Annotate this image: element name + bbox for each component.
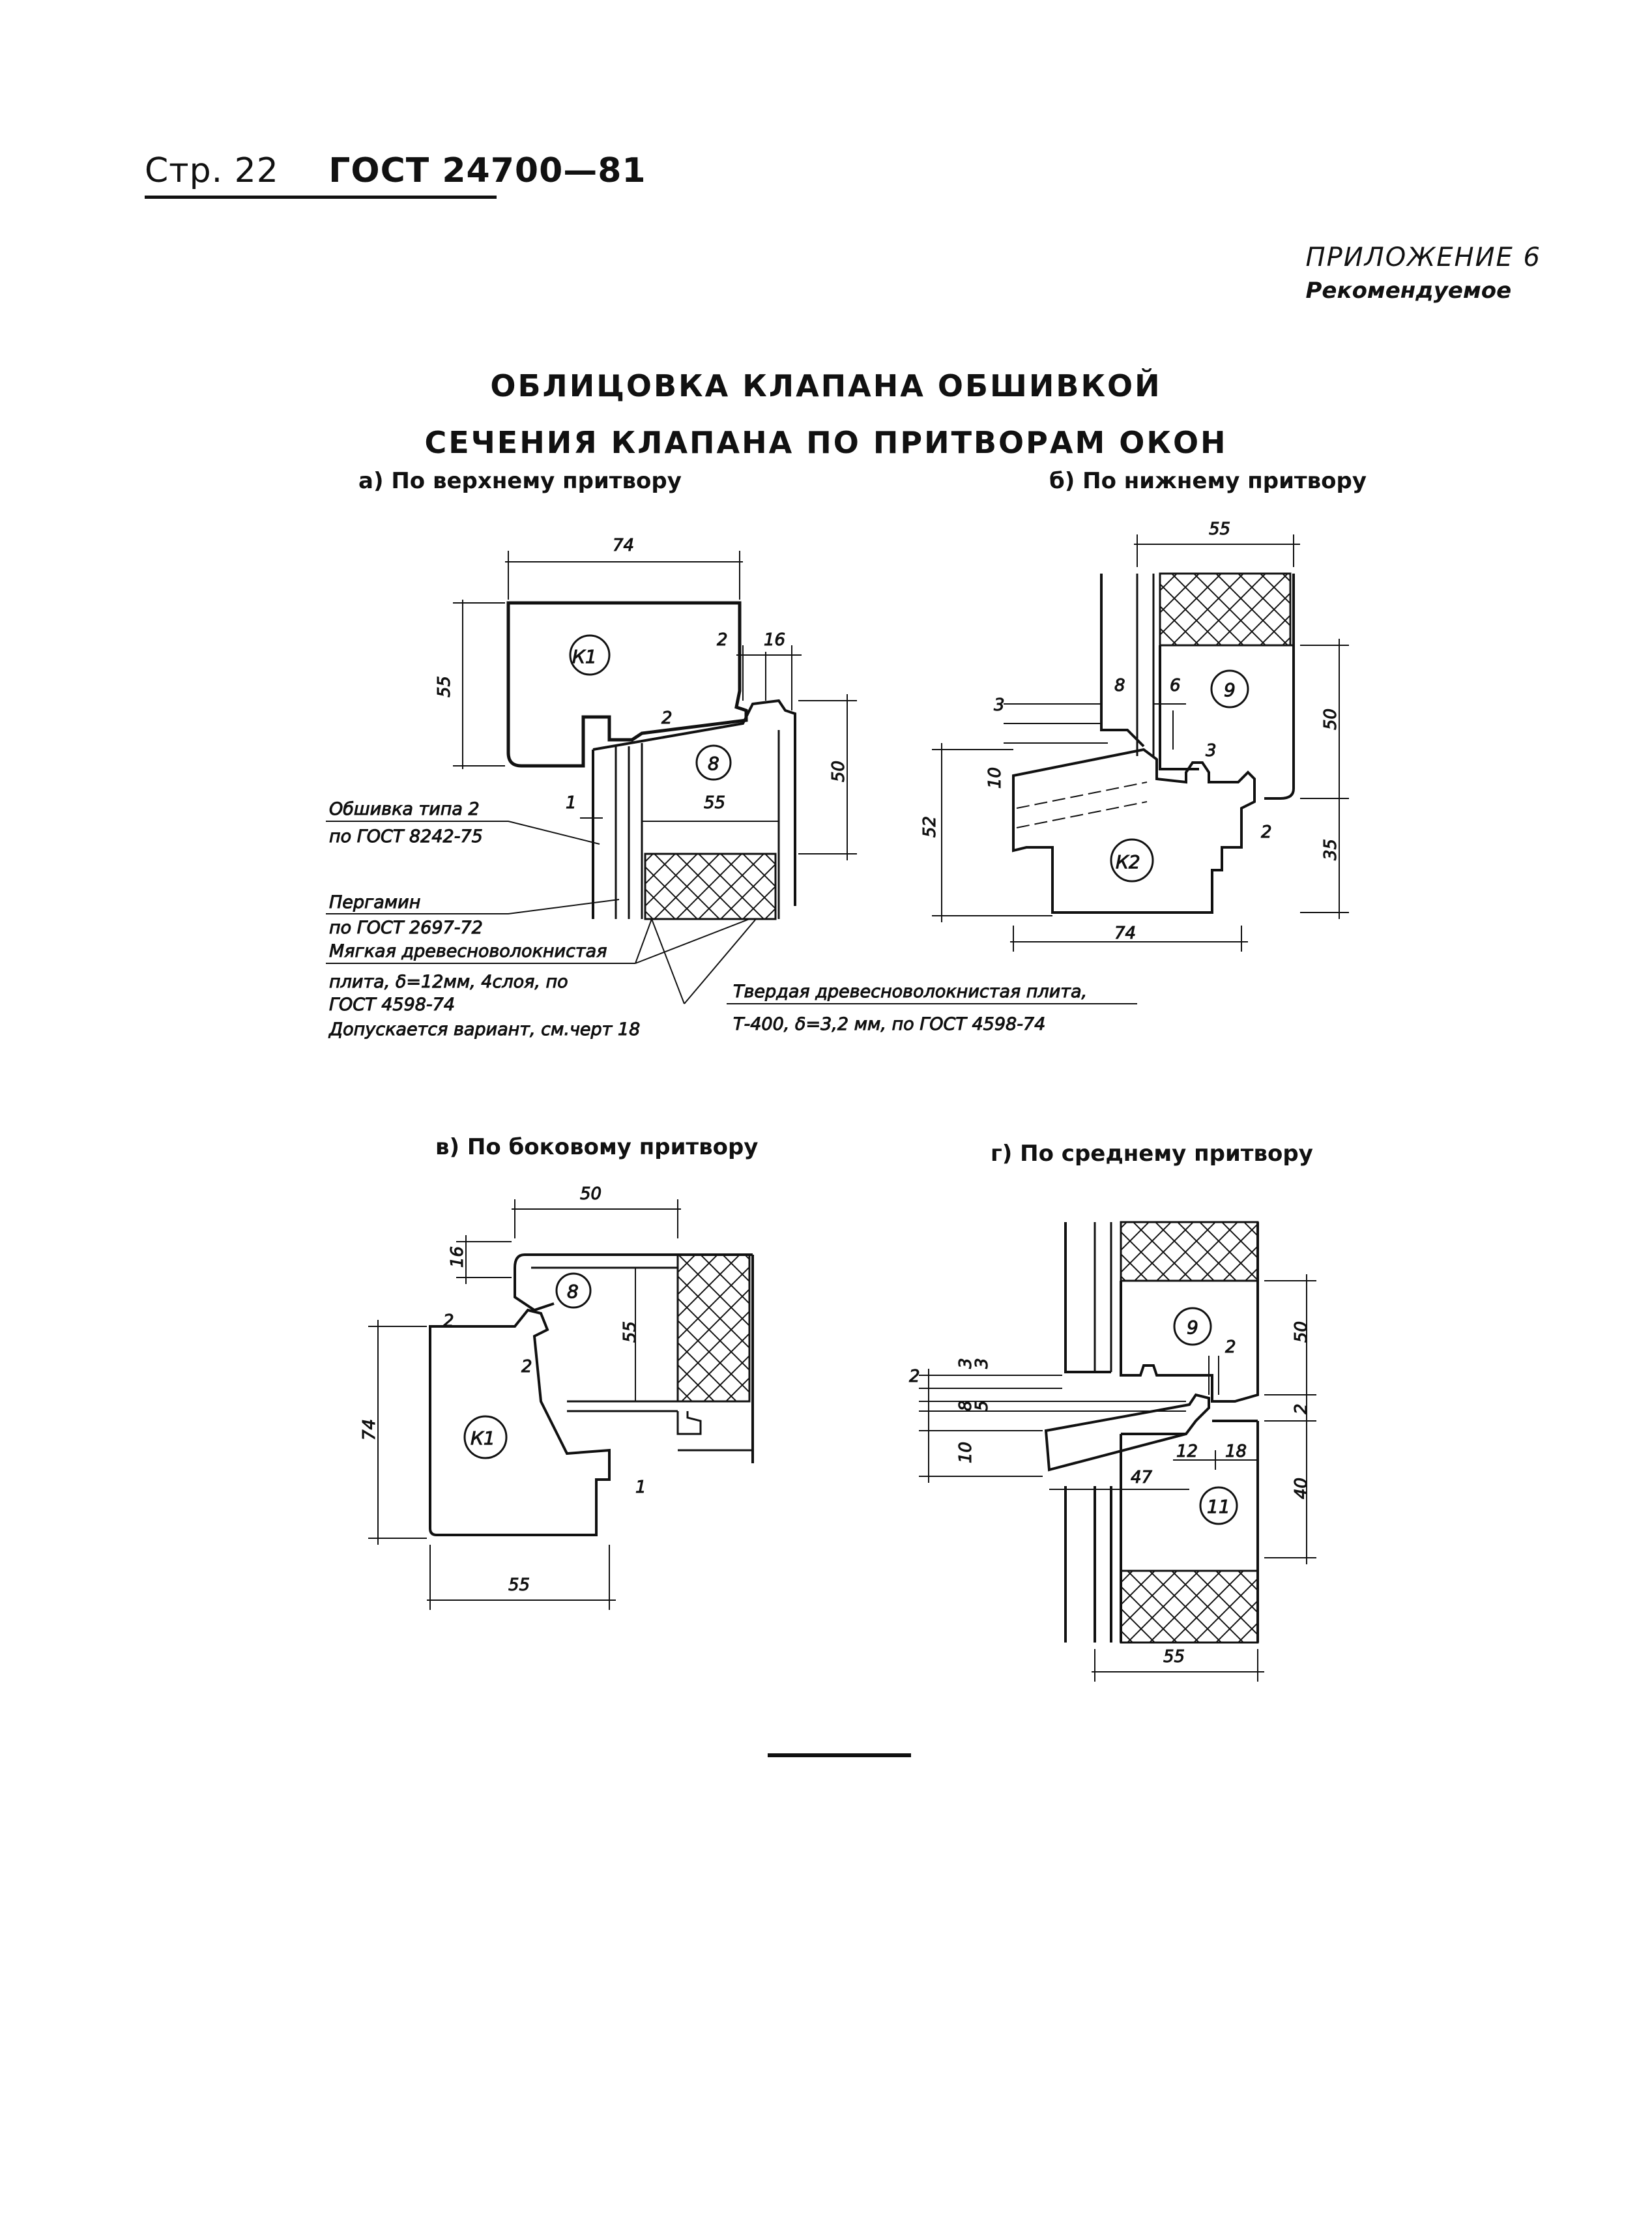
dim-b-55: 55 — [1209, 519, 1230, 539]
dim-b-10: 10 — [985, 767, 1005, 789]
page-number: Стр. 22 — [145, 151, 279, 190]
dim-v-50: 50 — [580, 1184, 601, 1204]
dim-g-18: 18 — [1225, 1442, 1247, 1461]
dim-b-52: 52 — [920, 816, 940, 838]
dim-a-1: 1 — [566, 793, 577, 813]
note-soft-1: Мягкая древесноволокнистая — [329, 941, 607, 961]
label-v-k1: К1 — [471, 1427, 495, 1449]
dim-g-50: 50 — [1292, 1321, 1311, 1343]
dim-g-12: 12 — [1176, 1442, 1198, 1461]
caption-g: г) По среднему притвору — [991, 1141, 1313, 1167]
dim-v-74: 74 — [360, 1419, 379, 1440]
label-a-k1: К1 — [572, 646, 597, 667]
note-pergamin-2: по ГОСТ 2697-72 — [329, 918, 483, 938]
appendix-status: Рекомендуемое — [1305, 278, 1512, 304]
dim-a-2a: 2 — [717, 630, 728, 650]
end-rule — [768, 1753, 911, 1757]
dim-g-10: 10 — [956, 1442, 976, 1463]
note-soft-3: ГОСТ 4598-74 — [329, 995, 455, 1015]
note-sheathing-2: по ГОСТ 8242-75 — [329, 826, 483, 847]
label-g-11: 11 — [1207, 1496, 1230, 1517]
caption-a: а) По верхнему притвору — [358, 468, 682, 494]
dim-g-8: 8 — [956, 1400, 976, 1411]
dim-b-8: 8 — [1114, 676, 1125, 695]
label-b-k2: К2 — [1116, 851, 1140, 873]
dim-a-2b: 2 — [661, 708, 673, 728]
dim-b-6: 6 — [1170, 676, 1181, 695]
dim-v-55: 55 — [620, 1321, 640, 1343]
sub-title: СЕЧЕНИЯ КЛАПАНА ПО ПРИТВОРАМ ОКОН — [424, 425, 1228, 460]
notes-a: Обшивка типа 2 по ГОСТ 8242-75 Пергамин … — [326, 799, 1137, 1040]
dim-b-50: 50 — [1321, 708, 1340, 730]
dim-v-55b: 55 — [508, 1575, 530, 1595]
label-g-9: 9 — [1187, 1317, 1198, 1338]
label-b-9: 9 — [1224, 679, 1236, 701]
dim-v-2b: 2 — [521, 1357, 532, 1377]
dim-g-47: 47 — [1131, 1468, 1153, 1487]
label-v-8: 8 — [567, 1281, 579, 1302]
dim-g-3a: 3 — [956, 1358, 976, 1369]
dim-a-50: 50 — [829, 761, 848, 782]
label-a-8: 8 — [708, 753, 719, 774]
dim-b-3b: 3 — [1206, 741, 1217, 761]
appendix-block: ПРИЛОЖЕНИЕ 6 Рекомендуемое — [1306, 242, 1541, 304]
dim-b-35: 35 — [1321, 839, 1340, 860]
dim-v-1: 1 — [635, 1478, 646, 1497]
dim-g-55: 55 — [1163, 1647, 1185, 1667]
dim-b-3a: 3 — [994, 695, 1005, 715]
dim-v-16: 16 — [448, 1246, 467, 1268]
dim-b-2: 2 — [1261, 823, 1272, 842]
note-hard-1: Твердая древесноволокнистая плита, — [733, 982, 1087, 1002]
dim-a-55b: 55 — [704, 793, 725, 813]
note-sheathing-1: Обшивка типа 2 — [329, 799, 480, 819]
dim-b-74: 74 — [1114, 924, 1136, 943]
dim-g-2c: 2 — [1292, 1403, 1311, 1414]
note-soft-4: Допускается вариант, см.черт 18 — [328, 1019, 640, 1040]
dim-g-3b: 3 — [972, 1358, 992, 1369]
appendix-title: ПРИЛОЖЕНИЕ 6 — [1305, 242, 1541, 272]
dim-g-40: 40 — [1292, 1478, 1311, 1499]
caption-v: в) По боковому притвору — [435, 1134, 759, 1160]
dim-g-5: 5 — [972, 1400, 992, 1411]
dim-g-2b: 2 — [1225, 1337, 1236, 1357]
dim-g-2a: 2 — [909, 1367, 920, 1386]
caption-b: б) По нижнему притвору — [1049, 468, 1367, 494]
figure-g: 9 11 2 3 3 2 8 5 10 50 2 12 18 47 40 55 — [909, 1221, 1316, 1682]
figure-v: 8 К1 50 16 2 2 55 74 1 55 — [360, 1184, 754, 1610]
page-header: Стр. 22 ГОСТ 24700—81 — [145, 151, 646, 190]
dim-a-16: 16 — [764, 630, 785, 650]
standard-number: ГОСТ 24700—81 — [328, 151, 646, 190]
dim-a-74: 74 — [613, 536, 634, 555]
header-rule — [145, 196, 497, 199]
note-hard-2: Т-400, δ=3,2 мм, по ГОСТ 4598-74 — [733, 1014, 1045, 1034]
dim-a-55: 55 — [435, 676, 454, 697]
figure-b: 9 К2 55 8 6 3 10 3 52 50 2 35 74 — [920, 519, 1349, 952]
main-title: ОБЛИЦОВКА КЛАПАНА ОБШИВКОЙ — [490, 368, 1162, 403]
dim-v-2a: 2 — [443, 1311, 454, 1331]
figure-a: К1 8 74 55 2 16 2 50 55 1 — [435, 536, 857, 920]
note-pergamin-1: Пергамин — [329, 892, 420, 913]
note-soft-2: плита, δ=12мм, 4слоя, по — [329, 972, 568, 992]
